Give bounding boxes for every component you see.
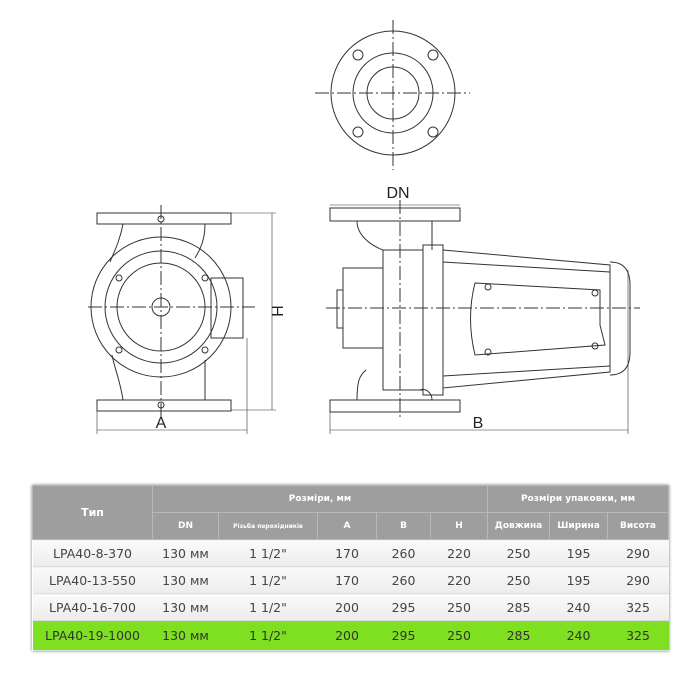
subheader-6: Ширина	[549, 512, 609, 540]
table-cell: 1 1/2"	[218, 593, 318, 621]
table-cell: 325	[607, 593, 669, 621]
table-cell: 220	[430, 566, 488, 594]
table-cell: 170	[317, 539, 377, 567]
pump-dimension-drawing: DN A H B	[88, 20, 640, 434]
table-cell: 1 1/2"	[218, 539, 318, 567]
subheader-3: B	[376, 512, 431, 540]
table-cell: 130 мм	[152, 539, 219, 567]
header-type: Тип	[32, 485, 153, 540]
h-label: H	[268, 305, 285, 317]
table-cell: 250	[487, 566, 550, 594]
table-cell: 290	[607, 539, 669, 567]
a-label: A	[156, 415, 167, 432]
table-cell: 285	[487, 593, 550, 621]
table-cell: 200	[317, 620, 377, 651]
table-cell: LPA40-16-700	[32, 593, 153, 621]
table-cell: 130 мм	[152, 566, 219, 594]
table-cell: 1 1/2"	[218, 620, 318, 651]
subheader-4: H	[429, 512, 489, 540]
table-cell: 220	[430, 539, 488, 567]
table-cell: 295	[376, 620, 431, 651]
table-cell: 295	[376, 593, 431, 621]
table-cell: 195	[549, 539, 608, 567]
table-cell: 200	[317, 593, 377, 621]
header-package: Розміри упаковки, мм	[487, 485, 670, 513]
table-cell: 1 1/2"	[218, 566, 318, 594]
side-view	[326, 200, 640, 434]
header-dimensions: Розміри, мм	[151, 485, 489, 513]
table-cell: LPA40-8-370	[32, 539, 153, 567]
subheader-0: DN	[152, 512, 219, 540]
table-cell: 290	[607, 566, 669, 594]
table-cell: 130 мм	[152, 593, 219, 621]
table-cell: LPA40-19-1000	[32, 620, 153, 651]
dn-label: DN	[386, 185, 409, 202]
subheader-5: Довжина	[487, 512, 551, 540]
subheader-1: Різьба перехідників	[218, 512, 318, 540]
table-cell: 195	[549, 566, 608, 594]
front-view	[88, 205, 276, 434]
table-cell: LPA40-13-550	[32, 566, 153, 594]
table-cell: 250	[430, 620, 488, 651]
table-cell: 285	[487, 620, 550, 651]
table-cell: 250	[430, 593, 488, 621]
table-cell: 170	[317, 566, 377, 594]
table-cell: 240	[549, 593, 608, 621]
table-cell: 240	[549, 620, 608, 651]
table-cell: 250	[487, 539, 550, 567]
table-cell: 260	[376, 539, 431, 567]
b-label: B	[473, 415, 484, 432]
subheader-2: A	[317, 512, 377, 540]
top-flange-view	[315, 20, 470, 170]
table-cell: 260	[376, 566, 431, 594]
table-cell: 325	[607, 620, 669, 651]
table-cell: 130 мм	[152, 620, 219, 651]
subheader-7: Висота	[607, 512, 670, 540]
